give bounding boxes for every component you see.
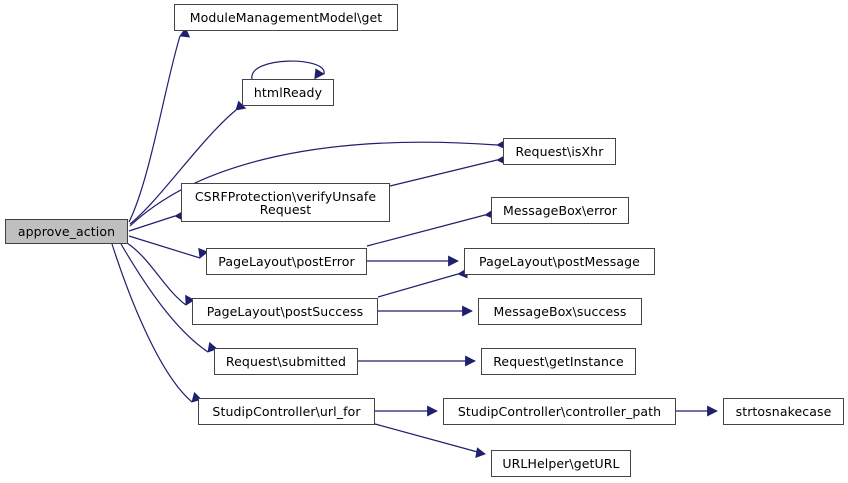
graph-edge-page_layout_post_success-to-message_box_success: [378, 305, 473, 317]
graph-edge-page_layout_post_error-to-page_layout_post_message: [367, 255, 459, 267]
arrowhead-icon: [462, 305, 473, 317]
graph-edge-csrf_protection_verify_unsafe_request-to-request_is_xhr: [389, 154, 508, 187]
graph-node-html_ready[interactable]: htmlReady: [242, 79, 334, 106]
graph-node-approve_action[interactable]: approve_action: [5, 219, 128, 244]
graph-node-strtosnakecase[interactable]: strtosnakecase: [723, 398, 844, 425]
graph-node-url_helper_get_url[interactable]: URLHelper\getURL: [491, 450, 631, 477]
graph-edge-approve_action-to-page_layout_post_success: [126, 242, 195, 306]
graph-edge-approve_action-to-page_layout_post_error: [128, 235, 209, 259]
graph-edge-page_layout_post_success-to-page_layout_post_message: [377, 267, 469, 298]
graph-node-module_management_model_get[interactable]: ModuleManagementModel\get: [174, 4, 398, 31]
graph-edge-studip_controller_controller_path-to-strtosnakecase: [676, 405, 718, 417]
graph-node-page_layout_post_error[interactable]: PageLayout\postError: [206, 248, 367, 275]
arrowhead-icon: [475, 447, 486, 459]
arrowhead-icon: [465, 355, 476, 367]
graph-edge-request_submitted-to-request_get_instance: [358, 355, 476, 367]
arrowhead-icon: [314, 68, 325, 80]
graph-edge-approve_action-to-csrf_protection_verify_unsafe_request: [128, 210, 185, 232]
arrowhead-icon: [427, 405, 438, 417]
arrowhead-icon: [707, 405, 718, 417]
graph-node-message_box_success[interactable]: MessageBox\success: [478, 298, 642, 325]
graph-node-studip_controller_url_for[interactable]: StudipController\url_for: [198, 398, 375, 425]
graph-edge-studip_controller_url_for-to-studip_controller_controller_path: [375, 405, 438, 417]
graph-node-page_layout_post_success[interactable]: PageLayout\postSuccess: [192, 298, 378, 325]
graph-node-page_layout_post_message[interactable]: PageLayout\postMessage: [464, 248, 655, 275]
graph-node-request_is_xhr[interactable]: Request\isXhr: [503, 138, 616, 165]
graph-edge-approve_action-to-studip_controller_url_for: [111, 243, 202, 403]
graph-node-request_get_instance[interactable]: Request\getInstance: [481, 348, 636, 375]
graph-edge-html_ready-to-html_ready: [251, 60, 325, 80]
graph-node-csrf_protection_verify_unsafe_request[interactable]: CSRFProtection\verifyUnsafe Request: [181, 183, 390, 222]
graph-node-studip_controller_controller_path[interactable]: StudipController\controller_path: [443, 398, 676, 425]
graph-node-message_box_error[interactable]: MessageBox\error: [491, 197, 629, 224]
graph-node-request_submitted[interactable]: Request\submitted: [214, 348, 358, 375]
graph-edge-studip_controller_url_for-to-url_helper_get_url: [374, 423, 486, 459]
arrowhead-icon: [448, 255, 459, 267]
